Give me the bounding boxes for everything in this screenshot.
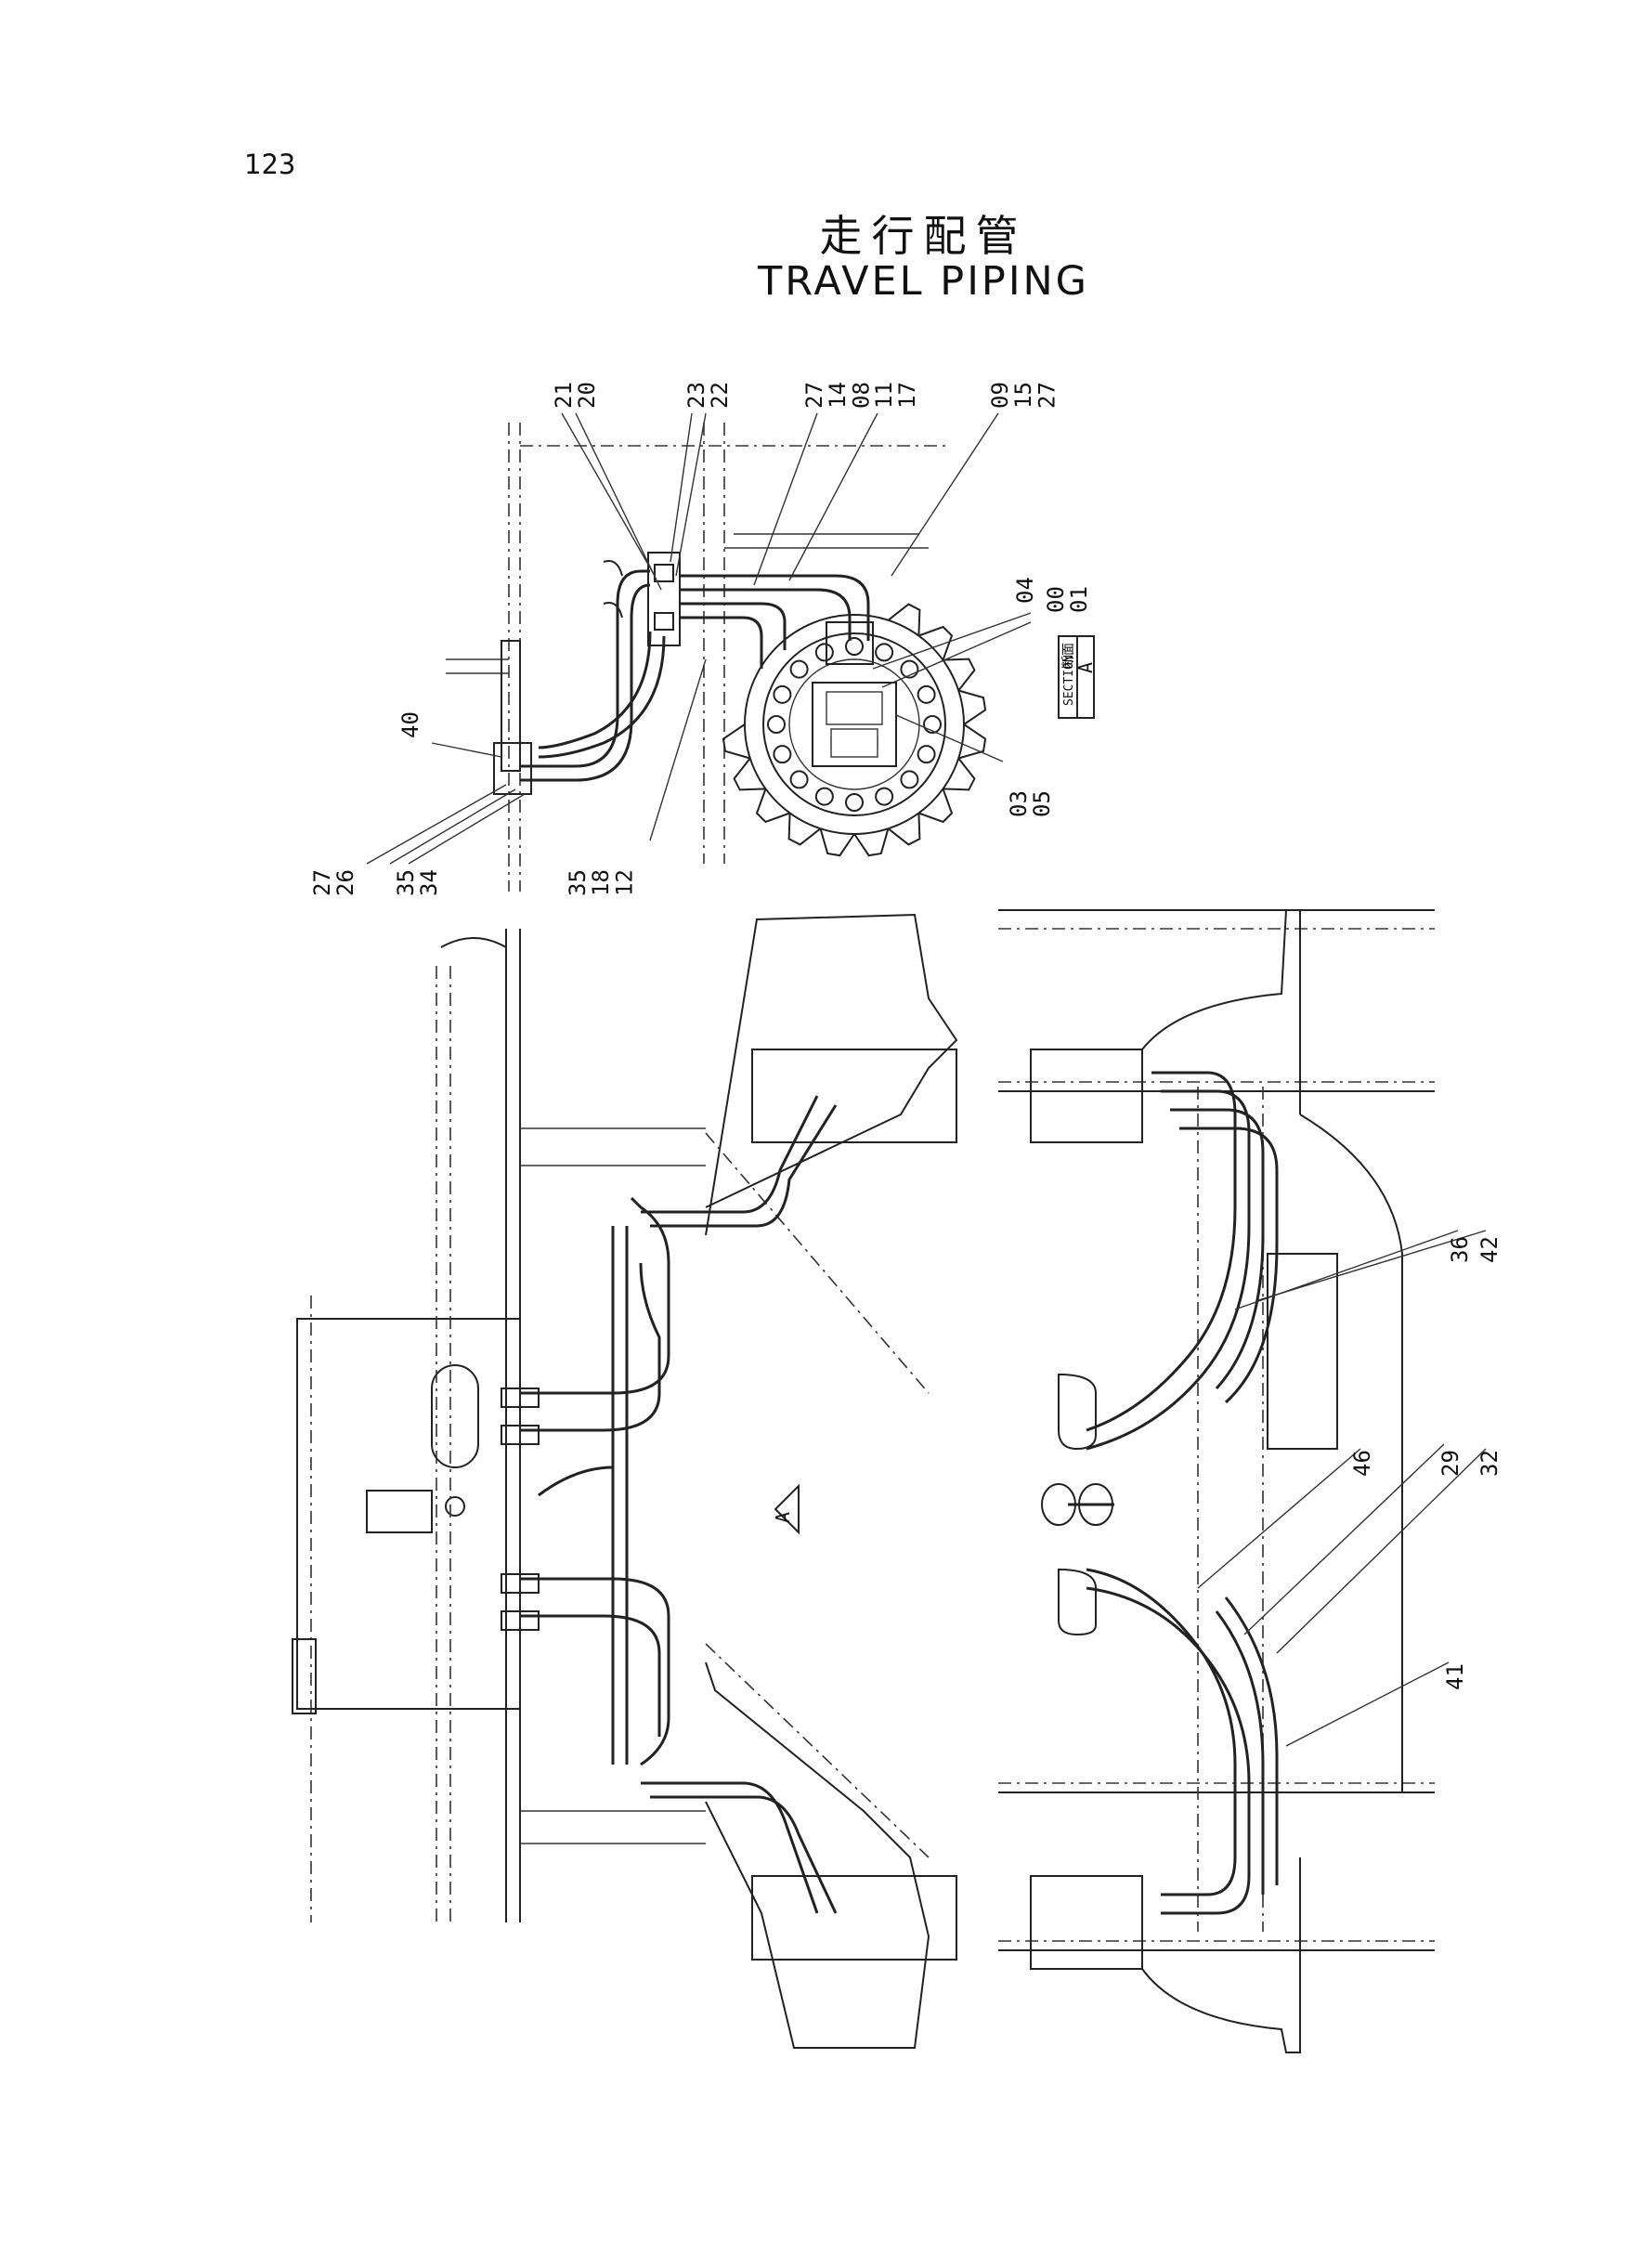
section-a-view: SECTION 断面 A 2120 2322 271408 1117 09152… xyxy=(309,382,1097,896)
sprocket-bolt xyxy=(845,637,864,656)
callout-35-18-12: 351812 xyxy=(565,869,637,896)
callout-36: 36 xyxy=(1447,1236,1473,1263)
section-marker-icon: SECTION 断面 A xyxy=(1058,635,1097,719)
sprocket-bolt xyxy=(789,659,809,679)
svg-text:A: A xyxy=(1074,662,1097,673)
sprocket-bolt xyxy=(845,793,864,812)
svg-text:SECTION: SECTION xyxy=(1062,655,1076,706)
callout-41: 41 xyxy=(1442,1663,1468,1690)
sprocket-icon xyxy=(722,603,987,857)
sprocket-bolt xyxy=(814,787,834,806)
sprocket-bolt xyxy=(875,643,894,662)
svg-text:断面: 断面 xyxy=(1061,643,1076,669)
direction-arrow-icon: A xyxy=(772,1483,800,1535)
sprocket-bolt xyxy=(900,659,919,679)
right-elevation-view: 36 42 46 29 32 41 xyxy=(998,909,1502,2053)
sprocket-bolt xyxy=(917,745,936,764)
sprocket-bolt xyxy=(773,745,792,764)
callout-42: 42 xyxy=(1476,1236,1502,1263)
callout-29: 29 xyxy=(1437,1450,1463,1477)
callout-04: 04 xyxy=(1012,577,1038,604)
callout-27-26: 2726 xyxy=(309,869,358,896)
callout-09-15-27: 091527 xyxy=(987,382,1060,409)
callout-21-20: 2120 xyxy=(551,382,600,409)
callout-46: 46 xyxy=(1349,1450,1375,1477)
callout-40: 40 xyxy=(397,711,423,738)
sprocket-bolt xyxy=(773,684,792,704)
sprocket-bolt xyxy=(789,770,809,789)
callout-23-22: 2322 xyxy=(683,382,733,409)
sprocket-bolt xyxy=(814,643,834,662)
sprocket-bolt xyxy=(900,770,919,789)
callout-27-14-08: 271408 xyxy=(801,382,874,409)
sprocket-bolt xyxy=(923,715,942,734)
callout-03-05: 0305 xyxy=(1006,790,1055,817)
callout-11-17: 1117 xyxy=(871,382,920,409)
sprocket-bolt xyxy=(917,684,936,704)
callout-35-34: 3534 xyxy=(393,869,442,896)
svg-text:A: A xyxy=(772,1512,794,1523)
left-elevation-view: A xyxy=(292,913,958,2049)
sprocket-bolt xyxy=(875,787,894,806)
sprocket-teeth xyxy=(722,603,987,857)
callout-00-01: 0001 xyxy=(1043,586,1092,613)
sprocket-bolt xyxy=(767,715,786,734)
title-english: TRAVEL PIPING xyxy=(758,258,1089,305)
page-number: 123 xyxy=(244,149,296,180)
callout-32: 32 xyxy=(1476,1450,1502,1477)
title-chinese: 走行配管 xyxy=(819,211,1028,261)
